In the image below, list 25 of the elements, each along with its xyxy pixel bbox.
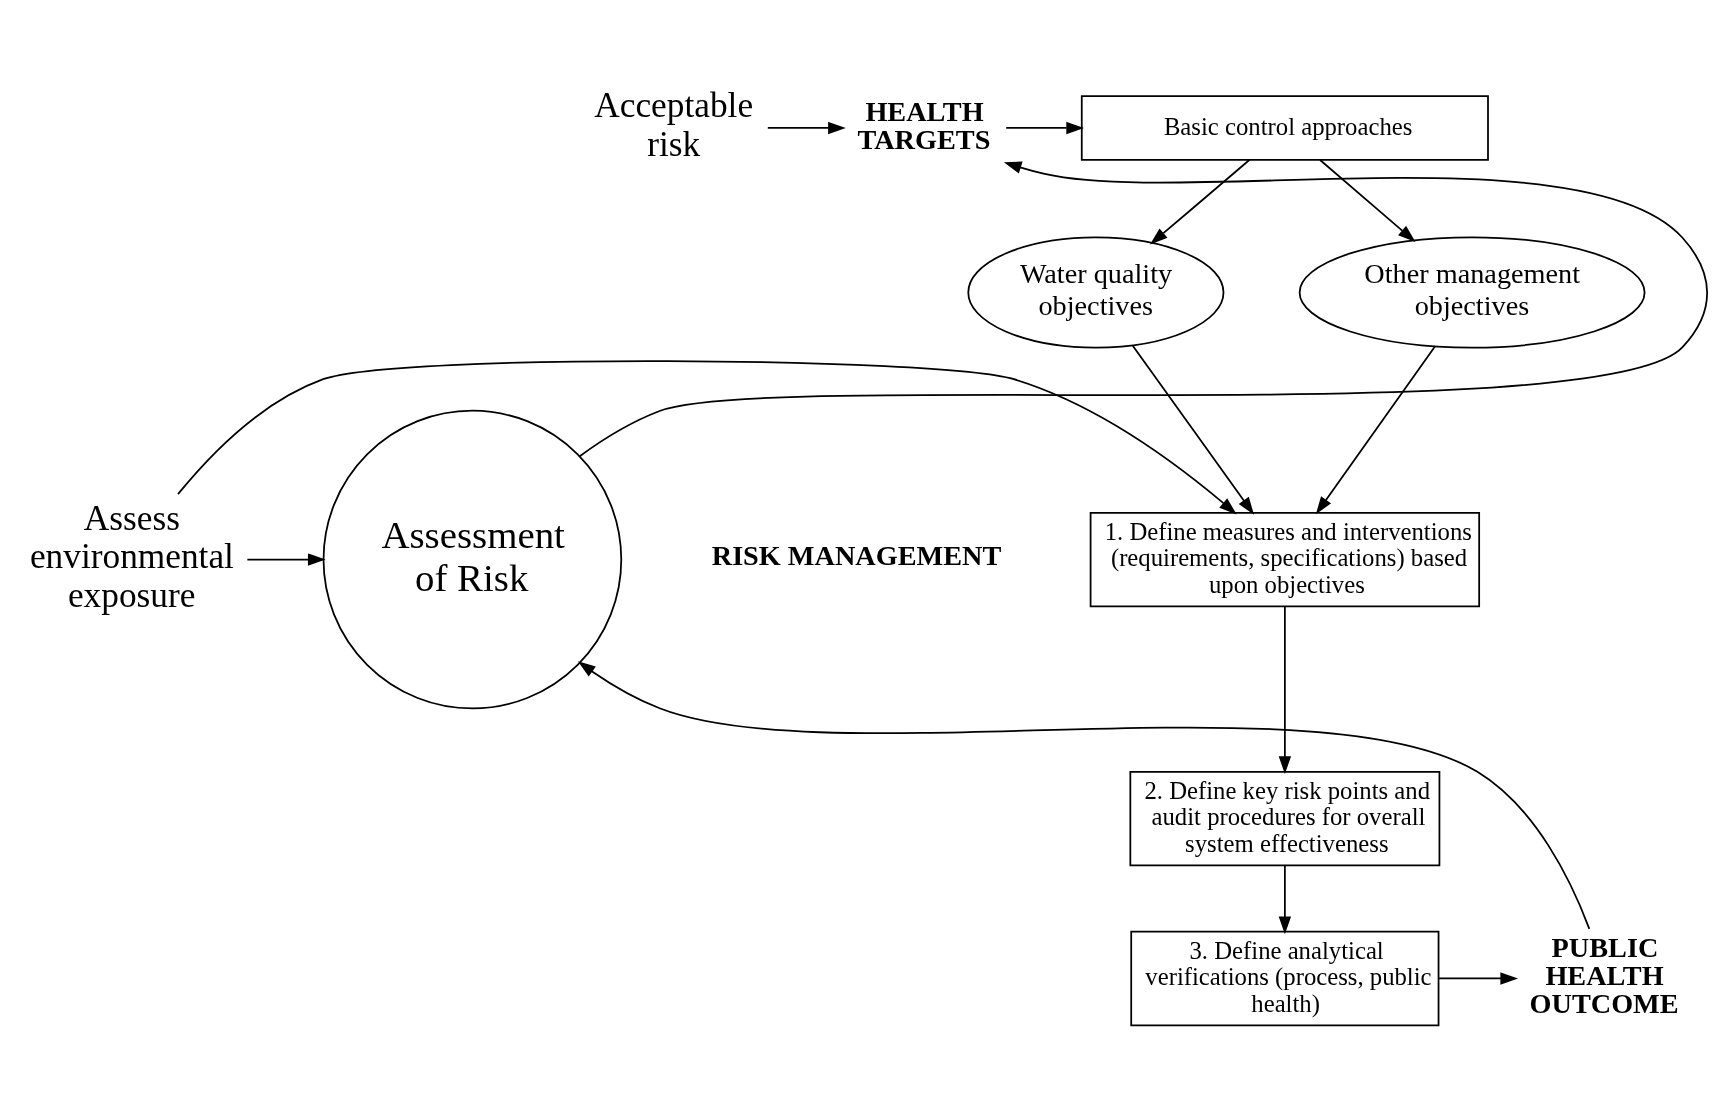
arrow (1438, 972, 1519, 985)
arrow (246, 553, 326, 566)
node-text: Assess environmental exposure (29, 498, 234, 616)
node-box: 2. Define key risk points and audit procedures for overall system effectiveness (1129, 770, 1441, 867)
arrow (1278, 605, 1292, 775)
arrow (1005, 121, 1084, 135)
node-ellipse: Other management objectives (1298, 236, 1646, 349)
node-text: PUBLIC HEALTH OUTCOME (1529, 931, 1679, 1020)
node-box: 1. Define measures and interventions (requirements, specifications) based upon objectives (1089, 511, 1481, 608)
label: RISK MANAGEMENT (711, 539, 1002, 571)
arrow (1319, 159, 1416, 243)
node-box: Basic control approaches (1080, 95, 1489, 161)
arrow (1150, 159, 1251, 245)
arrow (577, 661, 1591, 930)
node-ellipse: Water quality objectives (967, 236, 1225, 349)
arrow (1315, 345, 1436, 515)
node-text: Acceptable risk (594, 86, 754, 165)
arrow (1131, 344, 1255, 515)
node-box: 3. Define analytical verifications (process, public health) (1130, 930, 1440, 1027)
node-text: HEALTH TARGETS (857, 95, 991, 155)
node-circle: Assessment of Risk (322, 409, 623, 710)
arrow (1278, 864, 1292, 935)
arrow (766, 121, 846, 135)
arrow (177, 360, 1237, 515)
arrow (578, 161, 1708, 458)
